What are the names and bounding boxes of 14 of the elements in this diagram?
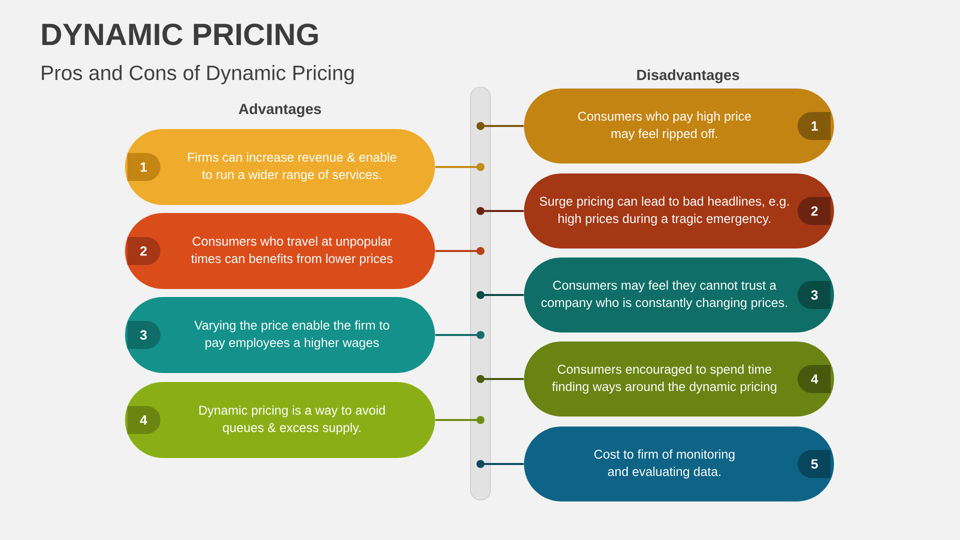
connector-line	[476, 207, 524, 215]
connector-line	[435, 163, 484, 171]
connector-line	[435, 331, 484, 339]
connector-line	[476, 291, 524, 299]
title: DYNAMIC PRICING	[42, 24, 318, 46]
connector-line	[476, 375, 524, 383]
subtitle: Pros and Cons of Dynamic Pricing	[42, 65, 354, 84]
connector-line	[435, 416, 484, 424]
connector-line	[476, 122, 524, 130]
timeline-bar	[470, 86, 491, 500]
column-heading: Advantages	[238, 103, 321, 118]
column-heading: Disadvantages	[637, 69, 740, 84]
connector-line	[435, 247, 484, 255]
connector-line	[476, 460, 524, 468]
